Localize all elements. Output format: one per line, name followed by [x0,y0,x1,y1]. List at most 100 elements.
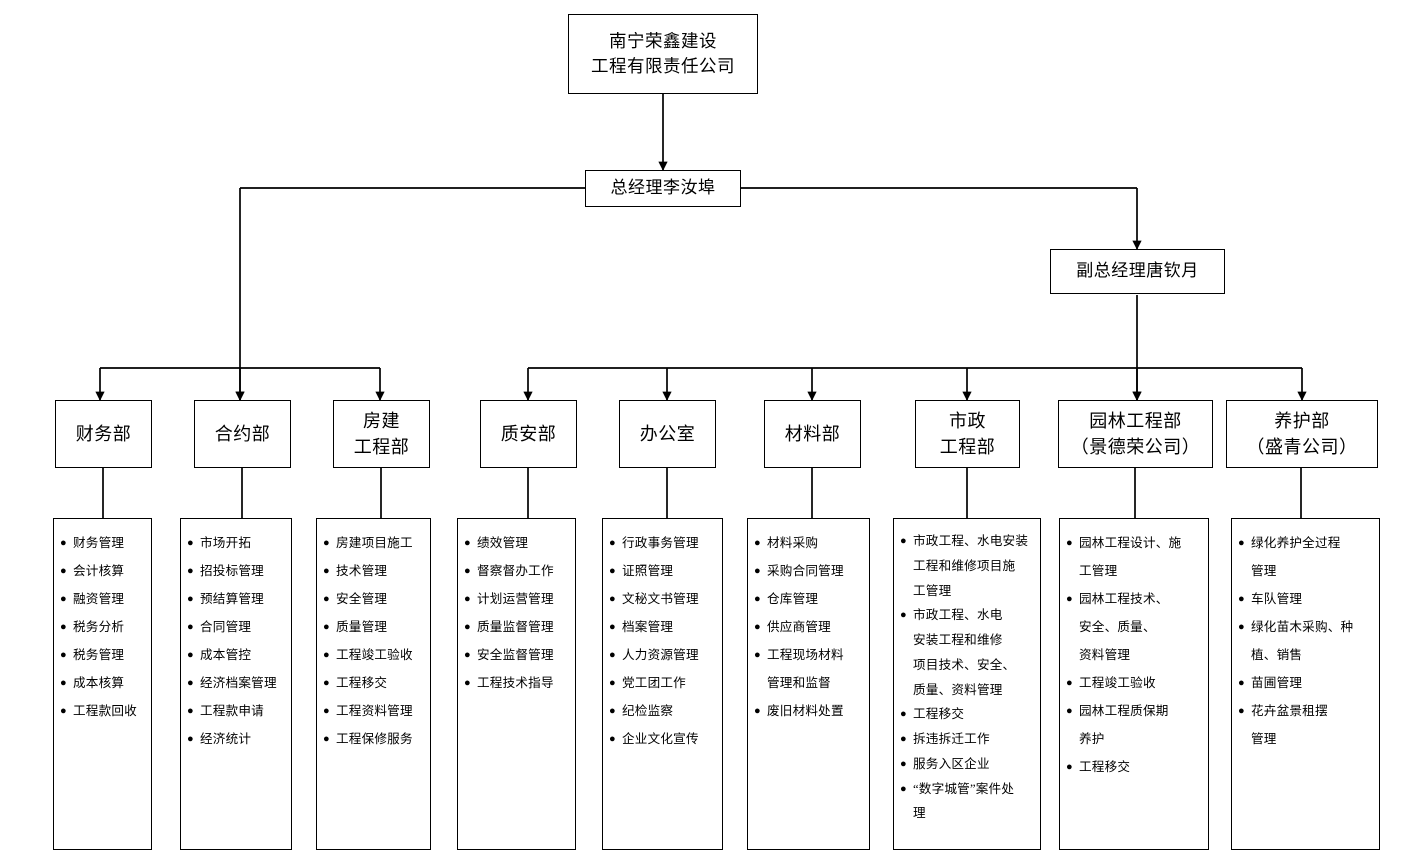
node-dept-material[interactable]: 材料部 [764,400,861,468]
node-dept-finance[interactable]: 财务部 [55,400,152,468]
duty-item-text: 仓库管理 [767,592,819,606]
node-dept-landscape[interactable]: 园林工程部 （景德荣公司） [1058,400,1213,468]
bullet-icon: ● [609,565,616,577]
duty-item-text: 技术管理 [336,564,388,578]
bullet-icon: ● [323,621,330,633]
duty-item-text: 工程移交 [913,707,965,722]
duty-item-text: 质量管理 [336,620,388,634]
duty-item: ●融资管理 [60,585,145,613]
bullet-icon: ● [323,593,330,605]
bullet-icon: ● [754,705,761,717]
node-dept-material-label: 材料部 [784,423,841,444]
bullet-icon: ● [60,677,67,689]
node-dept-building[interactable]: 房建 工程部 [333,400,430,468]
duty-item: ●人力资源管理 [609,641,716,669]
duty-item: ●市政工程、水电安装工程和维修项目施工管理 [900,529,1034,603]
duty-item: ●证照管理 [609,557,716,585]
node-dept-office[interactable]: 办公室 [619,400,716,468]
duty-item-text-cont: 工管理 [1079,564,1118,578]
duty-box-building: ●房建项目施工●技术管理●安全管理●质量管理●工程竣工验收●工程移交●工程资料管… [316,518,431,850]
duty-item-text-cont: 工程和维修项目施 [913,558,1016,573]
duty-item-text-cont: 项目技术、安全、 [913,657,1016,672]
duty-item-text: 计划运营管理 [477,592,554,606]
node-general-manager[interactable]: 总经理李汝埠 [585,170,741,207]
duty-item-text: 文秘文书管理 [622,592,699,606]
node-dept-municipal[interactable]: 市政 工程部 [915,400,1020,468]
duty-item: ●绿化苗木采购、种植、销售 [1238,613,1373,669]
duty-item: ●工程资料管理 [323,697,424,725]
node-dept-contract-label: 合约部 [214,423,271,444]
duty-item: ●纪检监察 [609,697,716,725]
duty-list-contract: ●市场开拓●招投标管理●预结算管理●合同管理●成本管控●经济档案管理●工程款申请… [187,529,285,753]
duty-item: ●市政工程、水电安装工程和维修项目技术、安全、质量、资料管理 [900,603,1034,702]
bullet-icon: ● [900,708,907,721]
node-dept-quality[interactable]: 质安部 [480,400,577,468]
duty-item: ●督察督办工作 [464,557,569,585]
node-dept-building-label: 房建 工程部 [353,410,410,457]
bullet-icon: ● [900,609,907,622]
duty-item-text-cont: 管理 [1251,732,1277,746]
duty-item-text: 工程款回收 [73,704,137,718]
bullet-icon: ● [323,733,330,745]
duty-box-maintain: ●绿化养护全过程管理●车队管理●绿化苗木采购、种植、销售●苗圃管理●花卉盆景租摆… [1231,518,1380,850]
bullet-icon: ● [1238,593,1245,605]
node-general-manager-label: 总经理李汝埠 [610,178,716,198]
duty-item-text: 花卉盆景租摆 [1251,704,1328,718]
bullet-icon: ● [187,733,194,745]
bullet-icon: ● [1066,537,1073,549]
duty-item-text: 企业文化宣传 [622,732,699,746]
duty-item-text: 废旧材料处置 [767,704,844,718]
bullet-icon: ● [60,593,67,605]
duty-item-text-cont: 工管理 [913,583,952,598]
duty-item-text: 工程现场材料 [767,648,844,662]
bullet-icon: ● [464,593,471,605]
duty-item: ● 工程移交 [900,702,1034,727]
duty-item-text: 成本核算 [73,676,125,690]
bullet-icon: ● [187,593,194,605]
bullet-icon: ● [464,677,471,689]
duty-item-text: 工程移交 [1079,760,1131,774]
duty-item: ●园林工程设计、施工管理 [1066,529,1202,585]
duty-item-text: 税务管理 [73,648,125,662]
duty-item: ●财务管理 [60,529,145,557]
bullet-icon: ● [60,565,67,577]
bullet-icon: ● [323,677,330,689]
duty-item-text-cont: 植、销售 [1251,648,1303,662]
bullet-icon: ● [609,677,616,689]
duty-item-text: 会计核算 [73,564,125,578]
duty-item-text-cont: 养护 [1079,732,1105,746]
duty-item: ●税务分析 [60,613,145,641]
duty-item: ● 工程款回收 [60,697,145,725]
duty-item-text: 拆违拆迁工作 [913,732,990,747]
bullet-icon: ● [60,705,67,717]
duty-item: ●仓库管理 [754,585,863,613]
duty-item-text-cont: 资料管理 [1079,648,1131,662]
node-company-root[interactable]: 南宁荣鑫建设 工程有限责任公司 [568,14,758,94]
duty-item-text: 安全监督管理 [477,648,554,662]
duty-item-text-cont: 安装工程和维修 [913,633,1003,648]
duty-item-text-cont: 理 [913,806,926,821]
duty-item-text: 纪检监察 [622,704,674,718]
node-dept-maintain[interactable]: 养护部 （盛青公司） [1226,400,1378,468]
duty-item-text: 绿化苗木采购、种 [1251,620,1354,634]
node-deputy-general-manager[interactable]: 副总经理唐钦月 [1050,249,1225,294]
bullet-icon: ● [187,705,194,717]
duty-item: ●预结算管理 [187,585,285,613]
bullet-icon: ● [187,621,194,633]
duty-item: ●工程技术指导 [464,669,569,697]
duty-item-text: 安全管理 [336,592,388,606]
duty-item: ●工程保修服务 [323,725,424,753]
duty-item: ● 废旧材料处置 [754,697,863,725]
duty-item-text: 绩效管理 [477,536,529,550]
bullet-icon: ● [609,733,616,745]
node-dept-municipal-label: 市政 工程部 [939,410,996,457]
duty-item: ●园林工程技术、安全、质量、资料管理 [1066,585,1202,669]
duty-box-quality: ●绩效管理●督察督办工作●计划运营管理●质量监督管理●安全监督管理●工程技术指导 [457,518,576,850]
duty-item: ● 企业文化宣传 [609,725,716,753]
duty-item-text: 人力资源管理 [622,648,699,662]
duty-item-text-cont: 管理 [1251,564,1277,578]
duty-item: ●供应商管理 [754,613,863,641]
duty-item: ●工程竣工验收 [1066,669,1202,697]
node-dept-contract[interactable]: 合约部 [194,400,291,468]
bullet-icon: ● [609,621,616,633]
